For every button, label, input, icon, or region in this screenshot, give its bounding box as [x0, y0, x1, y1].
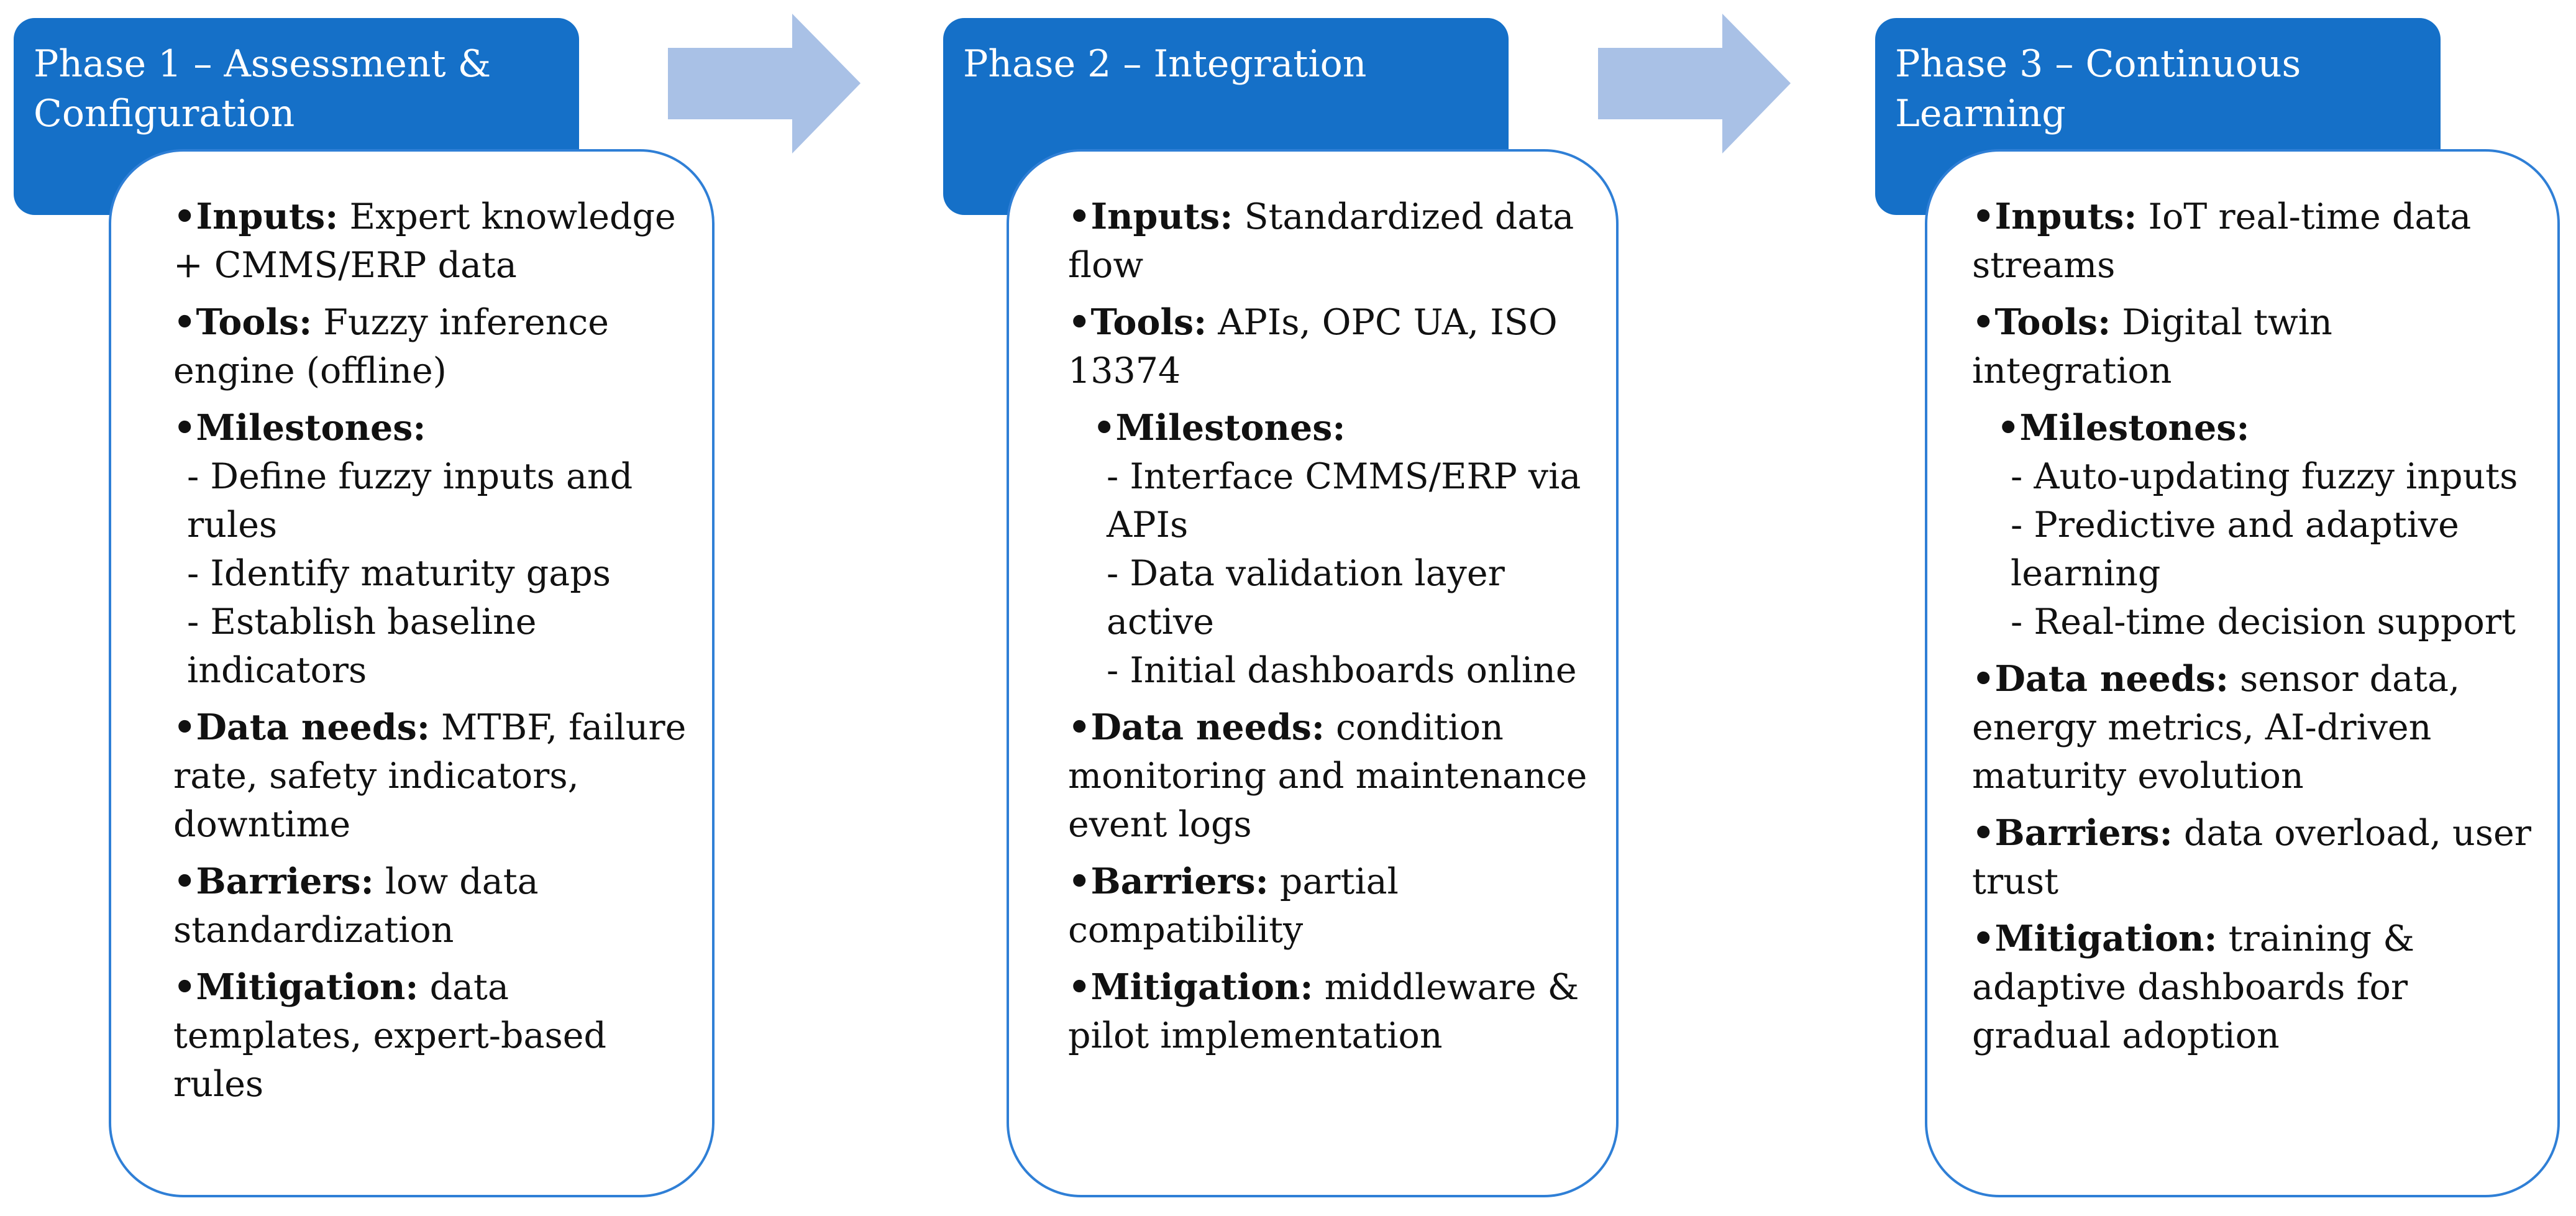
phase-1-card: •Inputs: Expert knowledge + CMMS/ERP dat… [109, 149, 715, 1197]
phase-2-data-needs: •Data needs: condition monitoring and ma… [1068, 706, 1587, 845]
phase-2-milestones: •Milestones: - Interface CMMS/ERP via AP… [1068, 404, 1591, 695]
phase-2-barriers: •Barriers: partial compatibility [1068, 861, 1399, 951]
phase-3-milestones: •Milestones: - Auto-updating fuzzy input… [1972, 404, 2533, 646]
milestone-item: - Establish baseline indicators [187, 601, 537, 691]
phase-2-inputs: •Inputs: Standardized data flow [1068, 196, 1574, 286]
phase-3-barriers: •Barriers: data overload, user trust [1972, 812, 2532, 902]
phase-3-data-needs: •Data needs: sensor data, energy metrics… [1972, 658, 2460, 797]
phase-2-title: Phase 2 – Integration [963, 42, 1367, 86]
phase-3-title: Phase 3 – Continuous Learning [1895, 42, 2301, 135]
phase-3-card: •Inputs: IoT real-time data streams •Too… [1925, 149, 2560, 1197]
phase-1-inputs: •Inputs: Expert knowledge + CMMS/ERP dat… [173, 196, 676, 286]
phase-2-mitigation: •Mitigation: middleware & pilot implemen… [1068, 966, 1579, 1056]
phase-1-tools: •Tools: Fuzzy inference engine (offline) [173, 301, 610, 391]
phase-3-tools: •Tools: Digital twin integration [1972, 301, 2332, 391]
phase-1-barriers: •Barriers: low data standardization [173, 861, 539, 951]
phase-1-mitigation: •Mitigation: data templates, expert-base… [173, 966, 606, 1105]
milestone-item: - Real-time decision support [2011, 601, 2516, 642]
phase-2-card: •Inputs: Standardized data flow •Tools: … [1007, 149, 1619, 1197]
milestone-item: - Predictive and adaptive learning [2011, 505, 2459, 594]
right-arrow-icon [1598, 14, 1791, 153]
phase-1-milestones: •Milestones: - Define fuzzy inputs and r… [173, 404, 687, 695]
milestone-item: - Define fuzzy inputs and rules [187, 456, 633, 546]
phase-2-tools: •Tools: APIs, OPC UA, ISO 13374 [1068, 301, 1558, 391]
milestone-item: - Initial dashboards online [1107, 650, 1577, 691]
phase-1-data-needs: •Data needs: MTBF, failure rate, safety … [173, 706, 687, 845]
phase-1-title: Phase 1 – Assessment & Configuration [34, 42, 491, 135]
milestone-item: - Interface CMMS/ERP via APIs [1107, 456, 1581, 546]
milestone-item: - Data validation layer active [1107, 553, 1505, 642]
milestone-item: - Auto-updating fuzzy inputs [2011, 456, 2518, 497]
right-arrow-icon [668, 14, 861, 153]
milestone-item: - Identify maturity gaps [187, 553, 611, 594]
phase-3-mitigation: •Mitigation: training & adaptive dashboa… [1972, 918, 2414, 1056]
phase-3-inputs: •Inputs: IoT real-time data streams [1972, 196, 2472, 286]
